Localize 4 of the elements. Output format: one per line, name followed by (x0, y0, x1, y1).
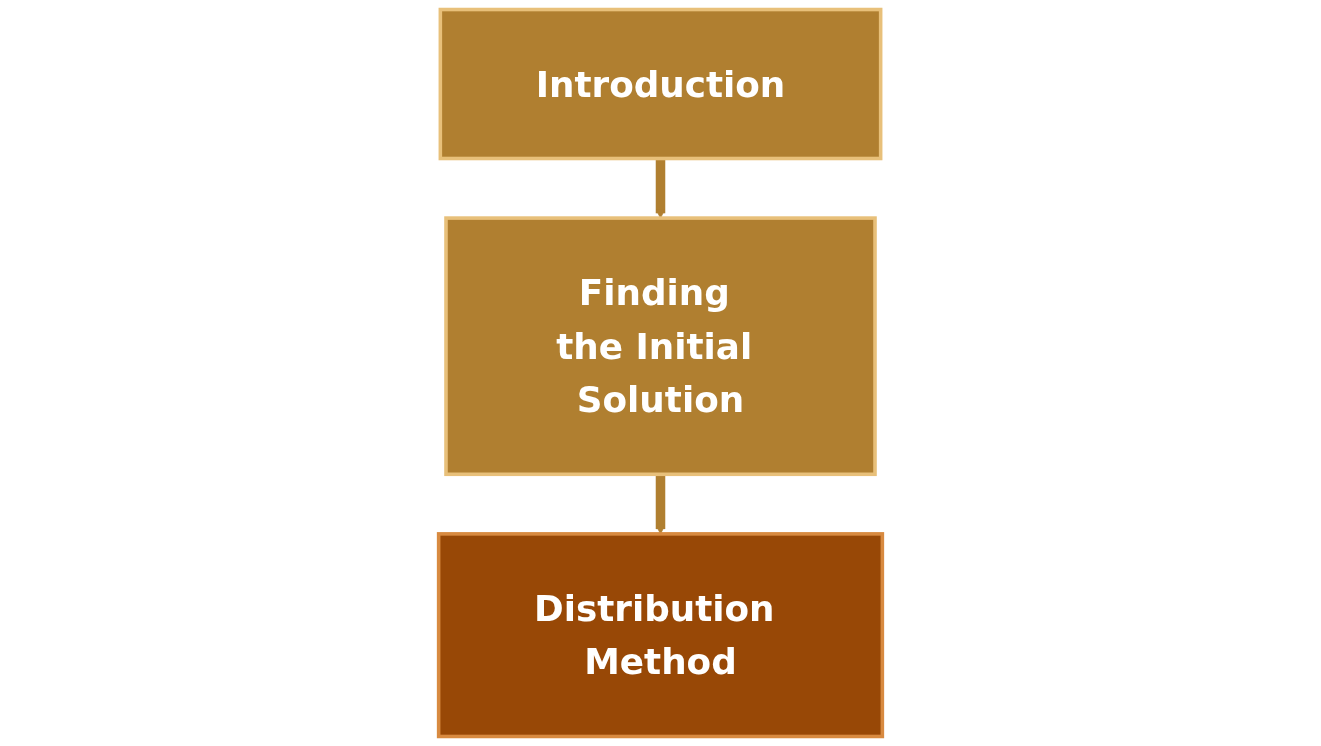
node-box: Finding the Initial Solution (444, 216, 877, 477)
node-box: Introduction (438, 7, 883, 161)
node-box: Distribution Method (436, 532, 885, 739)
arrow (655, 158, 666, 219)
